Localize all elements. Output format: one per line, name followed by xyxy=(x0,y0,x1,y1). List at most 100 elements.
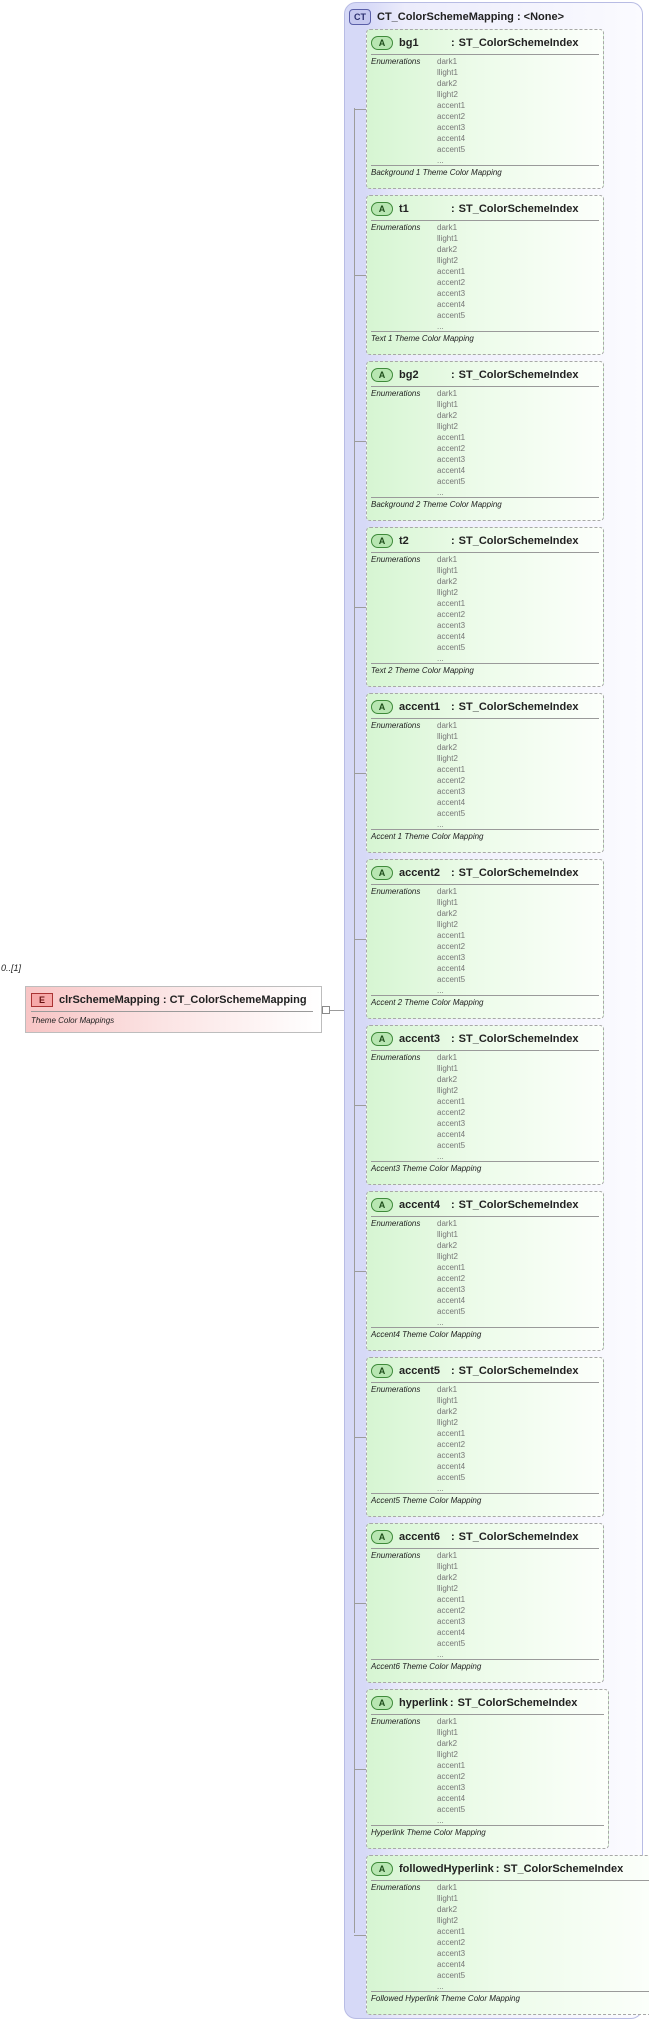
enumeration-value: accent3 xyxy=(437,122,466,132)
documentation-divider xyxy=(371,1161,599,1162)
enumeration-value: accent4 xyxy=(437,963,466,973)
enumeration-value: ... xyxy=(437,155,444,165)
attribute-name: bg1 xyxy=(399,37,419,49)
attribute-documentation: Followed Hyperlink Theme Color Mapping xyxy=(371,1994,520,2003)
attribute-type-separator: : xyxy=(451,535,455,547)
enumeration-value: accent5 xyxy=(437,1140,466,1150)
element-clr-scheme-mapping[interactable]: E clrSchemeMapping : CT_ColorSchemeMappi… xyxy=(25,986,322,1033)
attribute-branch-line xyxy=(354,109,366,110)
enumeration-value: dark2 xyxy=(437,1572,458,1582)
enumeration-value: accent3 xyxy=(437,1948,466,1958)
attribute-icon: A xyxy=(371,866,393,880)
attribute-documentation: Accent4 Theme Color Mapping xyxy=(371,1330,482,1339)
enumeration-value: accent4 xyxy=(437,1129,466,1139)
enumeration-value: accent5 xyxy=(437,1970,466,1980)
enumeration-value: accent1 xyxy=(437,100,466,110)
enumeration-value: llight1 xyxy=(437,897,458,907)
attribute-type-separator: : xyxy=(451,867,455,879)
enumeration-value: ... xyxy=(437,487,444,497)
complex-type-icon: CT xyxy=(349,9,371,25)
attribute-branch-line xyxy=(354,1769,366,1770)
attribute-type-separator: : xyxy=(451,1531,455,1543)
enumeration-value: accent2 xyxy=(437,1107,466,1117)
enumeration-value: accent4 xyxy=(437,1461,466,1471)
documentation-divider xyxy=(371,995,599,996)
enumeration-value: accent4 xyxy=(437,1793,466,1803)
enumeration-value: accent3 xyxy=(437,454,466,464)
attribute-divider xyxy=(371,1548,599,1549)
enumeration-value: accent1 xyxy=(437,1760,466,1770)
enumeration-value: llight2 xyxy=(437,919,458,929)
enumeration-value: accent2 xyxy=(437,1439,466,1449)
enumeration-value: llight2 xyxy=(437,1915,458,1925)
enumeration-value: accent2 xyxy=(437,775,466,785)
documentation-divider xyxy=(371,165,599,166)
attribute-type: ST_ColorSchemeIndex xyxy=(458,369,579,381)
enumeration-value: accent1 xyxy=(437,266,466,276)
attribute-type: ST_ColorSchemeIndex xyxy=(458,1365,579,1377)
enumerations-label: Enumerations xyxy=(371,721,421,730)
attribute-branch-line xyxy=(354,939,366,940)
documentation-divider xyxy=(371,829,599,830)
enumeration-value: accent4 xyxy=(437,1627,466,1637)
enumeration-value: ... xyxy=(437,1981,444,1991)
enumeration-value: dark2 xyxy=(437,410,458,420)
enumerations-label: Enumerations xyxy=(371,1883,421,1892)
attribute-icon: A xyxy=(371,1696,393,1710)
attribute-icon: A xyxy=(371,368,393,382)
attribute-documentation: Background 1 Theme Color Mapping xyxy=(371,168,502,177)
enumerations-label: Enumerations xyxy=(371,1219,421,1228)
enumeration-value: accent2 xyxy=(437,277,466,287)
attribute-divider xyxy=(371,552,599,553)
attribute-icon: A xyxy=(371,1862,393,1876)
element-documentation: Theme Color Mappings xyxy=(31,1016,115,1025)
enumeration-value: dark1 xyxy=(437,1883,458,1892)
enumeration-value: llight2 xyxy=(437,89,458,99)
enumeration-value: accent1 xyxy=(437,1096,466,1106)
attribute-type-separator: : xyxy=(495,1863,500,1875)
element-divider xyxy=(31,1011,313,1012)
attribute-branch-line xyxy=(354,607,366,608)
enumeration-value: ... xyxy=(437,985,444,995)
enumeration-value: accent5 xyxy=(437,144,466,154)
enumeration-value: accent3 xyxy=(437,1450,466,1460)
attribute-icon: A xyxy=(371,36,393,50)
enumeration-value: llight1 xyxy=(437,1561,458,1571)
attribute-type: ST_ColorSchemeIndex xyxy=(503,1863,624,1875)
enumeration-value: dark1 xyxy=(437,389,458,398)
enumeration-value: dark2 xyxy=(437,1904,458,1914)
enumeration-value: accent3 xyxy=(437,1118,466,1128)
attribute-documentation: Accent 1 Theme Color Mapping xyxy=(371,832,484,841)
enumeration-value: accent3 xyxy=(437,288,466,298)
attribute-icon: A xyxy=(371,534,393,548)
attribute-divider xyxy=(371,1714,604,1715)
enumeration-value: ... xyxy=(437,1317,444,1327)
enumerations-label: Enumerations xyxy=(371,389,421,398)
enumeration-value: accent2 xyxy=(437,1937,466,1947)
enumeration-value: dark2 xyxy=(437,244,458,254)
enumeration-value: accent2 xyxy=(437,443,466,453)
attribute-type-separator: : xyxy=(451,1199,455,1211)
enumeration-value: dark1 xyxy=(437,1551,458,1560)
attribute-type-separator: : xyxy=(451,1033,455,1045)
enumeration-value: llight2 xyxy=(437,1417,458,1427)
